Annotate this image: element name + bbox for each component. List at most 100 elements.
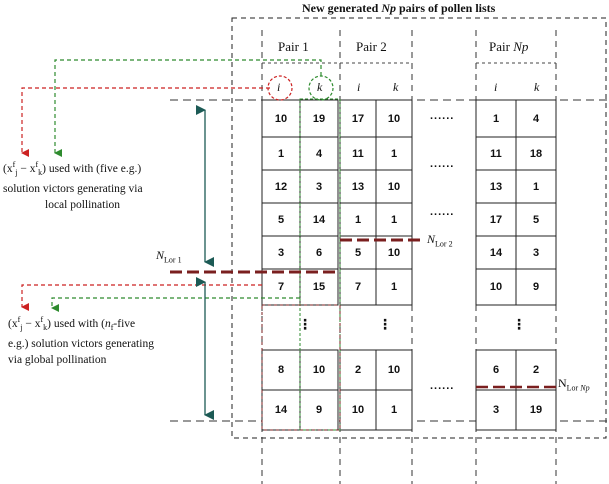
title-var: Np <box>381 1 396 15</box>
vellipsis-pair-2: ⋮ <box>378 316 393 332</box>
table-cell: 15 <box>312 281 326 293</box>
global-note-line-3: via global pollination <box>8 354 107 367</box>
table-cell: 6 <box>492 364 500 376</box>
cell-border <box>261 235 301 270</box>
cell-border <box>339 99 377 138</box>
pairs-frame <box>231 17 607 439</box>
cell-border <box>339 268 377 306</box>
table-cell: 7 <box>277 281 285 293</box>
table-cell: 1 <box>390 404 398 416</box>
table-cell: 13 <box>489 180 503 193</box>
cell-border <box>261 389 301 431</box>
table-cell: 2 <box>532 364 540 376</box>
pair-np-header: Pair Np <box>489 39 529 54</box>
table-cell: 4 <box>532 112 540 125</box>
table-cell: 10 <box>387 112 401 125</box>
cell-border <box>475 169 517 204</box>
local-red-arrow <box>21 87 270 157</box>
local-note-line-2: solution victors generating via <box>3 183 143 196</box>
pair-2-col-k: k <box>393 80 399 94</box>
table-cell: 10 <box>274 112 288 125</box>
table-cell: 1 <box>354 213 362 226</box>
table-cell: 10 <box>312 364 326 376</box>
pair-1-header: Pair 1 <box>278 39 309 54</box>
table-cell: 9 <box>315 404 323 416</box>
cell-border <box>375 268 413 306</box>
table-cell: 14 <box>312 213 326 226</box>
table-cell: 1 <box>390 281 398 293</box>
local-pollination-note: (xfj − xfk) used with (five e.g.) soluti… <box>3 157 143 213</box>
ellipsis-row-1: ...... <box>430 110 455 122</box>
ellipsis-row-2: ...... <box>430 158 455 170</box>
table-cell: 12 <box>274 180 288 193</box>
pair-np-col-i: i <box>494 80 498 94</box>
cell-border <box>261 349 301 391</box>
cell-border <box>299 169 339 204</box>
table-cell: 1 <box>532 180 540 193</box>
table-cell: 5 <box>354 246 362 259</box>
cell-border <box>515 202 557 237</box>
cell-border <box>299 268 339 306</box>
cell-border <box>515 169 557 204</box>
pair-2-header: Pair 2 <box>356 39 387 54</box>
table-cell: 8 <box>277 364 285 376</box>
table-cell: 10 <box>489 281 503 293</box>
table-cell: 3 <box>532 246 540 259</box>
title-text-post: pairs of pollen lists <box>395 1 496 15</box>
global-note-line-1: (xfj − xfk) used with (nf-five <box>8 315 136 333</box>
cell-border <box>475 389 517 431</box>
cell-border <box>375 202 413 237</box>
global-note-line-2: e.g.) solution victors generating <box>8 338 154 351</box>
pair-2-col-i: i <box>357 80 361 94</box>
table-cell: 1 <box>492 112 500 125</box>
pair-1-col-i: i <box>277 80 281 94</box>
n-lornp-label: NLor Np <box>558 376 590 393</box>
ellipsis-row-4: ...... <box>430 206 455 218</box>
global-red-arrow <box>21 284 262 311</box>
diagram-title: New generated Np pairs of pollen lists <box>302 1 495 15</box>
cell-border <box>375 349 413 391</box>
global-block-highlight <box>261 304 341 431</box>
cell-border <box>515 136 557 171</box>
cell-border <box>299 235 339 270</box>
cells-layer <box>261 99 557 431</box>
cell-border <box>515 389 557 431</box>
table-cell: 1 <box>390 147 398 160</box>
cell-border <box>515 235 557 270</box>
table-cell: 10 <box>387 364 401 376</box>
table-cell: 4 <box>315 147 323 160</box>
ellipsis-row-8: ...... <box>430 380 455 392</box>
global-pollination-note: (xfj − xfk) used with (nf-five e.g.) sol… <box>8 312 154 368</box>
cell-border <box>475 99 517 138</box>
table-cell: 13 <box>351 180 365 193</box>
table-cell: 3 <box>315 180 323 193</box>
local-note-line-1: (xfj − xfk) used with (five e.g.) <box>3 160 142 178</box>
local-note-line-3: local pollination <box>45 199 121 212</box>
table-cell: 7 <box>354 281 362 293</box>
n-lor1-label: NLor 1 <box>156 248 182 265</box>
table-cell: 10 <box>351 404 365 416</box>
table-cell: 1 <box>277 147 285 160</box>
title-text-pre: New generated <box>302 1 382 15</box>
table-cell: 10 <box>387 180 401 193</box>
cell-border <box>515 268 557 306</box>
table-cell: 3 <box>492 404 500 416</box>
table-cell: 19 <box>312 112 326 125</box>
table-cell: 11 <box>490 147 502 160</box>
table-cell: 5 <box>532 213 540 226</box>
pair-1-col-k: k <box>317 80 323 94</box>
global-green-arrow <box>51 297 300 312</box>
cell-border <box>339 202 377 237</box>
table-cell: 17 <box>351 112 365 125</box>
table-cell: 11 <box>352 147 364 160</box>
pair-np-col-k: k <box>534 80 540 94</box>
cell-border <box>339 349 377 391</box>
table-cell: 18 <box>529 147 543 160</box>
cell-border <box>375 389 413 431</box>
table-cell: 9 <box>532 281 540 293</box>
vellipsis-pair-1: ⋮ <box>298 316 313 332</box>
table-cell: 14 <box>489 246 503 259</box>
table-cell: 19 <box>529 404 543 416</box>
